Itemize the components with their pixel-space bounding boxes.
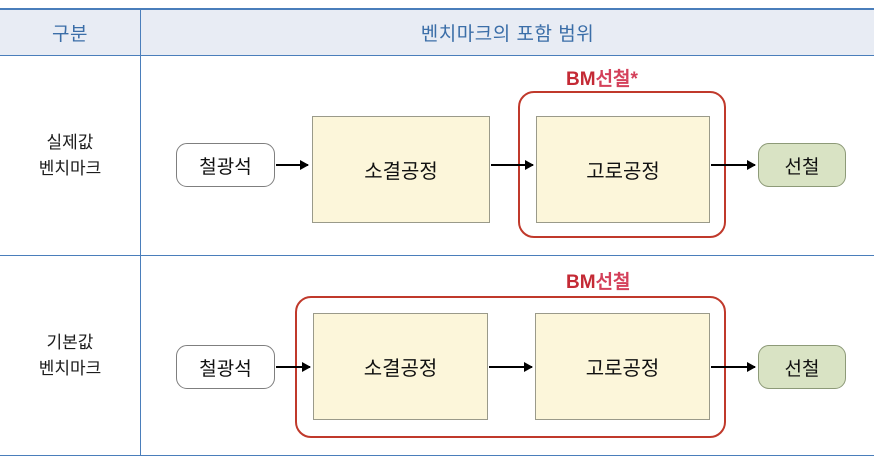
row-label-actual-benchmark: 실제값 벤치마크	[0, 56, 140, 255]
bm-prefix-row2: BM	[566, 272, 596, 293]
table-bottom-border	[0, 455, 874, 456]
arrow-ore-to-sinter-row2	[276, 362, 311, 372]
node-pig-iron-row1[interactable]: 선철	[758, 143, 846, 187]
arrow-sinter-to-blast-row1	[491, 160, 534, 170]
row-divider	[0, 255, 874, 256]
node-iron-ore-row2[interactable]: 철광석	[176, 345, 275, 389]
arrow-blast-to-pigiron-row1	[711, 160, 756, 170]
node-pig-iron-row2[interactable]: 선철	[758, 345, 846, 389]
arrow-blast-to-pigiron-row2	[711, 362, 756, 372]
row-label-default-benchmark: 기본값 벤치마크	[0, 256, 140, 455]
header-bottom-border	[0, 55, 874, 56]
table-header-band	[0, 10, 874, 55]
arrow-sinter-to-blast-row2	[489, 362, 533, 372]
row-label-line2: 벤치마크	[38, 158, 102, 178]
node-blast-furnace-row2[interactable]: 고로공정	[535, 313, 710, 420]
body-column-divider	[140, 56, 141, 456]
bm-prefix-row1: BM	[566, 69, 596, 90]
row-label-line1: 기본값	[46, 333, 94, 352]
bm-suffix-row2: 선철	[595, 272, 631, 293]
node-iron-ore-row1[interactable]: 철광석	[176, 143, 275, 187]
node-sintering-row2[interactable]: 소결공정	[313, 313, 488, 420]
header-category-label: 구분	[52, 24, 88, 45]
bm-caption-row1: BM선철*	[566, 64, 638, 91]
table-top-border	[0, 8, 874, 10]
bm-caption-row2: BM선철	[566, 267, 631, 294]
header-column-divider	[140, 8, 141, 56]
header-scope-label: 벤치마크의 포함 범위	[420, 24, 595, 45]
row-label-line1: 실제값	[46, 133, 94, 152]
arrow-ore-to-sinter-row1	[276, 160, 309, 170]
bm-suffix-row1: 선철*	[595, 69, 638, 90]
row-label-line2: 벤치마크	[38, 358, 102, 378]
node-sintering-row1[interactable]: 소결공정	[312, 116, 490, 223]
node-blast-furnace-row1[interactable]: 고로공정	[536, 116, 710, 223]
